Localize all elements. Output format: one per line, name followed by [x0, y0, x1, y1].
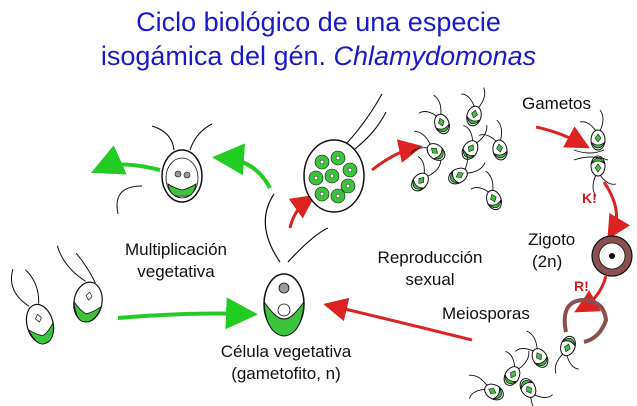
green-arrow-to-left — [91, 145, 161, 175]
free-gametes — [399, 81, 510, 217]
red-arrow-to-gametes-cloud — [371, 139, 423, 172]
diagram-title-line1: Ciclo biológico de una especie — [136, 7, 501, 37]
green-arrow-to-top — [212, 143, 272, 189]
green-arrow-to-center — [117, 297, 258, 330]
diagram-title-line2: isogámica del gén. Chlamydomonas — [0, 40, 637, 72]
label-2n: (2n) — [532, 252, 563, 271]
label-reproduccion: Reproducción — [377, 248, 483, 267]
daughter-cells — [10, 245, 103, 345]
label-sexual: sexual — [405, 270, 455, 289]
label-meiosporas: Meiosporas — [442, 304, 530, 323]
zygote — [591, 235, 633, 277]
marker-karyogamy: K! — [582, 190, 597, 206]
red-arrow-to-meiospores — [574, 275, 608, 313]
label-celula-vegetativa: Célula vegetativa — [220, 342, 352, 361]
red-arrow-to-zygote — [602, 181, 631, 240]
gametangium — [303, 93, 387, 213]
red-arrow-to-sporangium — [288, 194, 316, 229]
dividing-cell — [116, 123, 213, 215]
red-arrow-to-center — [323, 297, 473, 342]
label-gametos: Gametos — [522, 94, 591, 113]
meiospores — [458, 297, 609, 406]
title-prefix: isogámica del gén. — [100, 41, 327, 71]
label-multiplicacion: Multiplicación — [124, 240, 228, 259]
marker-reduction: R! — [574, 278, 589, 294]
title-genus: Chlamydomonas — [333, 41, 537, 71]
vegetative-cell — [263, 193, 329, 337]
label-zigoto: Zigoto — [528, 230, 576, 249]
red-arrow-to-gametes — [535, 125, 590, 149]
fusing-gametes — [573, 109, 617, 197]
label-gametofito: (gametofito, n) — [231, 364, 341, 383]
label-vegetativa: vegetativa — [137, 262, 215, 281]
